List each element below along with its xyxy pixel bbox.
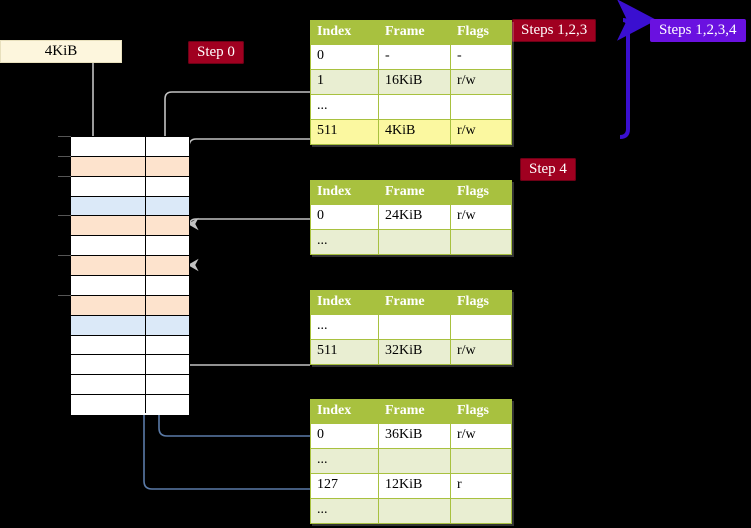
cell-index: 127: [310, 473, 379, 499]
cell-index: 0: [310, 423, 379, 449]
memory-frame-row: [71, 137, 189, 157]
badge-step-0: Step 0: [188, 41, 244, 64]
column-header-frame: Frame: [378, 180, 451, 205]
cell-index: ...: [310, 94, 379, 120]
column-header-index: Index: [310, 290, 379, 315]
cell-frame: 16KiB: [378, 69, 451, 95]
cell-index: 1: [310, 69, 379, 95]
page-frame-box: 4KiB: [0, 40, 122, 63]
memory-row-tick: [58, 294, 71, 296]
cell-flags: r/w: [450, 423, 512, 449]
table-row: ...: [310, 229, 512, 255]
cell-frame: [378, 448, 451, 474]
cell-frame: 12KiB: [378, 473, 451, 499]
column-header-flags: Flags: [450, 399, 512, 424]
cell-frame: [378, 229, 451, 255]
memory-frame-row: [71, 256, 189, 276]
cell-flags: [450, 448, 512, 474]
cell-frame: 24KiB: [378, 204, 451, 230]
cell-flags: r/w: [450, 204, 512, 230]
table-row: ...: [310, 314, 512, 340]
memory-row-tick: [58, 255, 71, 257]
cell-index: ...: [310, 314, 379, 340]
cell-index: ...: [310, 448, 379, 474]
memory-frame-row: [71, 176, 189, 197]
cell-frame: [378, 498, 451, 524]
column-header-frame: Frame: [378, 20, 451, 45]
cell-index: 0: [310, 204, 379, 230]
memory-frame-row: [71, 156, 189, 177]
memory-row-tick: [58, 215, 71, 217]
table-row: ...: [310, 448, 512, 474]
column-header-flags: Flags: [450, 180, 512, 205]
column-header-index: Index: [310, 399, 379, 424]
cell-index: 0: [310, 44, 379, 70]
cell-index: ...: [310, 229, 379, 255]
memory-frame-row: [71, 315, 189, 336]
column-header-index: Index: [310, 20, 379, 45]
cell-frame: 36KiB: [378, 423, 451, 449]
cell-index: 511: [310, 339, 379, 365]
cell-flags: r/w: [450, 69, 512, 95]
cell-flags: r: [450, 473, 512, 499]
cell-frame: [378, 314, 451, 340]
cell-frame: 4KiB: [378, 119, 451, 145]
table-row: 0--: [310, 44, 512, 70]
cell-flags: r/w: [450, 339, 512, 365]
cell-frame: -: [378, 44, 451, 70]
memory-frame-row: [71, 216, 189, 237]
column-header-index: Index: [310, 180, 379, 205]
cell-frame: [378, 94, 451, 120]
table-row: ...: [310, 498, 512, 524]
cell-flags: r/w: [450, 119, 512, 145]
memory-frame-row: [71, 375, 189, 396]
memory-frame-row: [71, 395, 189, 415]
memory-row-tick: [58, 175, 71, 177]
memory-grid-column-divider: [145, 137, 146, 413]
column-header-flags: Flags: [450, 290, 512, 315]
column-header-flags: Flags: [450, 20, 512, 45]
cell-index: ...: [310, 498, 379, 524]
cell-flags: [450, 314, 512, 340]
badge-step-4: Step 4: [520, 158, 576, 181]
memory-frame-row: [71, 276, 189, 296]
badge-steps-1-2-3-4: Steps 1,2,3,4: [650, 19, 746, 42]
column-header-frame: Frame: [378, 290, 451, 315]
memory-frame-row: [71, 196, 189, 217]
memory-frame-row: [71, 236, 189, 257]
memory-frame-row: [71, 295, 189, 316]
cell-flags: [450, 94, 512, 120]
cell-frame: 32KiB: [378, 339, 451, 365]
table-row: ...: [310, 94, 512, 120]
physical-memory-grid: [70, 136, 190, 415]
cell-flags: [450, 498, 512, 524]
cell-flags: [450, 229, 512, 255]
cell-flags: -: [450, 44, 512, 70]
column-header-frame: Frame: [378, 399, 451, 424]
memory-row-tick: [58, 155, 71, 157]
memory-frame-row: [71, 335, 189, 356]
memory-frame-row: [71, 355, 189, 376]
memory-row-tick: [58, 136, 71, 137]
cell-index: 511: [310, 119, 379, 145]
badge-steps-1-2-3: Steps 1,2,3: [512, 19, 597, 42]
